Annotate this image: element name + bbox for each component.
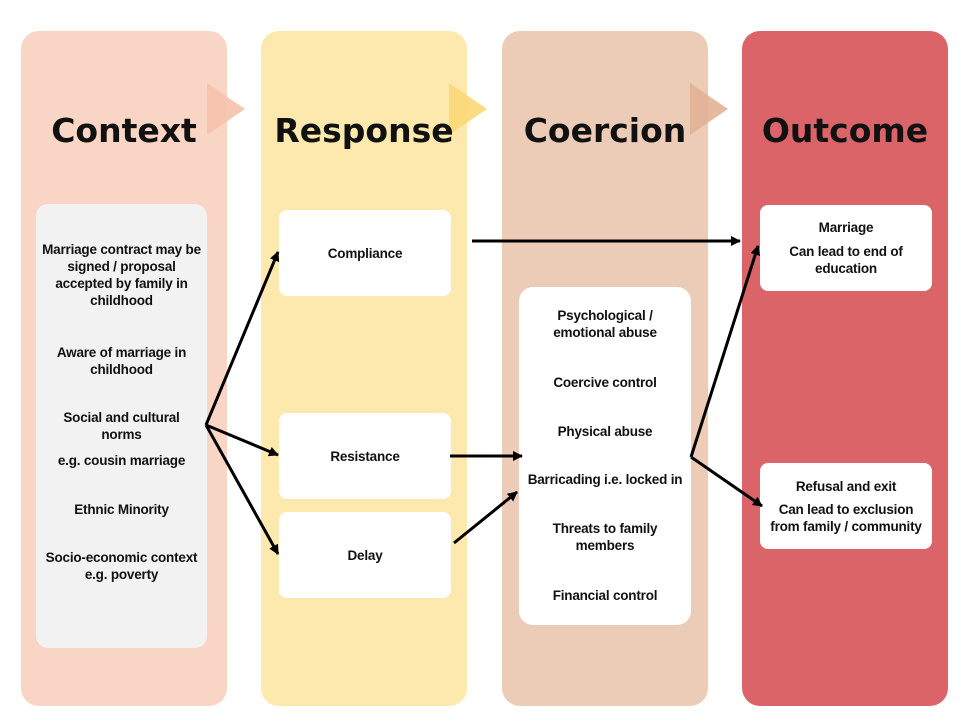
marriage-note: Can lead to end of education — [789, 244, 903, 276]
coercion-title: Coercion — [523, 111, 687, 150]
refusal-box: Refusal and exit Can lead to exclusion f… — [760, 463, 932, 549]
chevron-right-icon — [207, 83, 245, 135]
context-item: Marriage contract may be signed / propos… — [42, 242, 201, 308]
outcome-column: Outcome — [742, 31, 948, 706]
arrow-context-to-delay — [204, 424, 280, 555]
coercion-box: Psychological / emotional abuse Coercive… — [519, 287, 691, 625]
marriage-box: Marriage Can lead to end of education — [760, 205, 932, 291]
resistance-box: Resistance — [279, 413, 451, 499]
context-title: Context — [51, 111, 197, 150]
outcome-title: Outcome — [761, 111, 929, 150]
delay-box: Delay — [279, 512, 451, 598]
context-box: Marriage contract may be signed / propos… — [36, 204, 207, 648]
delay-label: Delay — [347, 547, 383, 563]
coercion-item: Physical abuse — [557, 424, 653, 439]
chevron-right-icon — [449, 83, 487, 135]
coercion-item: Threats to family members — [552, 521, 658, 553]
context-item: Socio-economic context e.g. poverty — [45, 550, 198, 582]
compliance-box: Compliance — [279, 210, 451, 296]
coercion-item: Psychological / emotional abuse — [553, 308, 657, 340]
context-item: Ethnic Minority — [74, 502, 169, 517]
coercion-item: Barricading i.e. locked in — [527, 472, 683, 487]
marriage-title: Marriage — [818, 220, 874, 235]
arrow-context-to-resistance — [205, 423, 279, 457]
arrow-coercion-to-marriage — [689, 245, 761, 458]
refusal-note: Can lead to exclusion from family / comm… — [770, 501, 922, 534]
arrow-context-to-compliance — [204, 251, 280, 426]
response-title: Response — [274, 111, 454, 150]
context-item: Social and cultural norms — [63, 410, 180, 442]
refusal-title: Refusal and exit — [795, 478, 897, 494]
coercion-item: Coercive control — [553, 375, 657, 390]
coercion-item: Financial control — [552, 588, 658, 603]
compliance-label: Compliance — [327, 245, 403, 261]
arrow-delay-to-coercion — [453, 490, 518, 545]
context-item: e.g. cousin marriage — [57, 453, 186, 468]
resistance-label: Resistance — [330, 448, 400, 464]
context-item: Aware of marriage in childhood — [56, 345, 187, 377]
arrow-coercion-to-refusal — [690, 455, 763, 508]
chevron-right-icon — [690, 83, 728, 135]
